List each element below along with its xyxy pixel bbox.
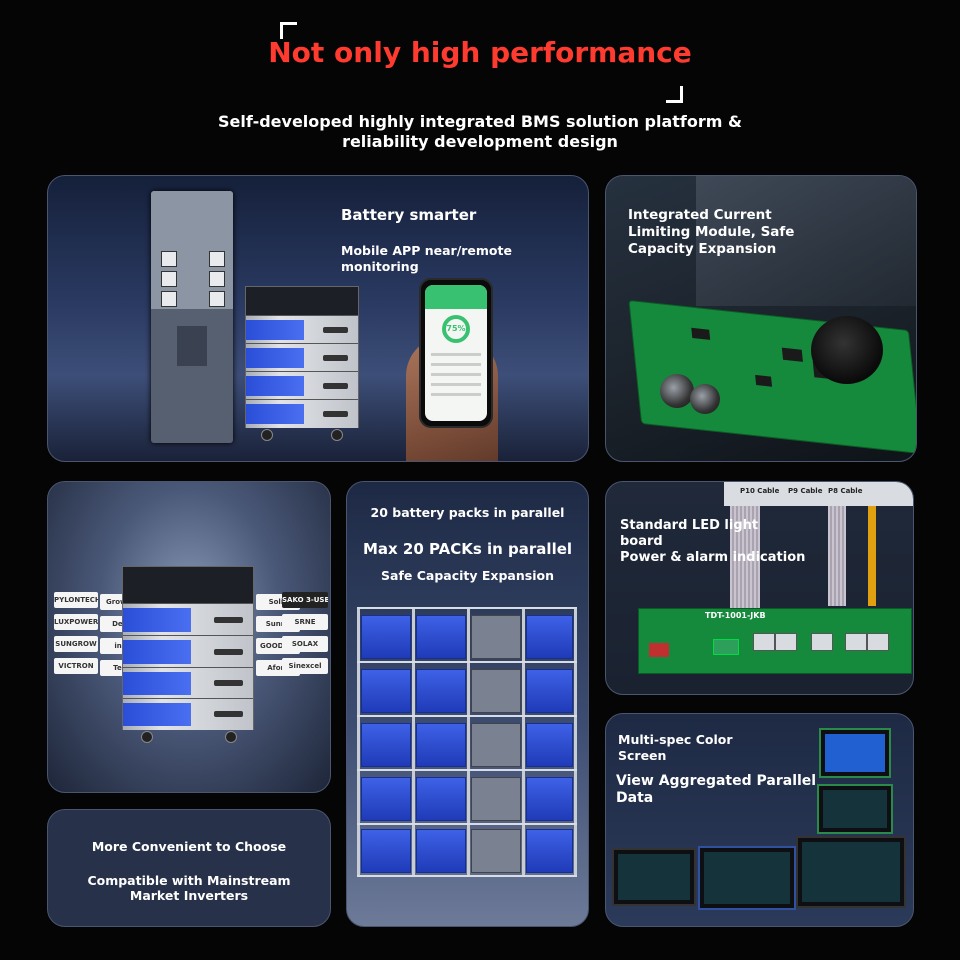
card-current-limiting: Integrated Current Limiting Module, Safe… [605,175,917,462]
card-inverter-text: More Convenient to Choose Compatible wit… [47,809,331,927]
parallel-line-1: 20 battery packs in parallel [370,505,565,520]
inverters-line-3: Market Inverters [129,888,249,903]
corner-bracket-bottom-right [666,86,683,103]
logo-left-1: PYLONTECH [54,592,98,608]
inductor-coil-image [811,316,883,384]
logo-right-6: SOLAX [282,636,328,652]
led-board-model-label: TDT-1001-JKB [705,611,766,620]
logo-right-4: SRNE [282,614,328,630]
logo-left-5: SUNGROW [54,636,98,652]
battery-smarter-title: Battery smarter [341,206,477,224]
color-screen-text-2: View Aggregated Parallel Data [616,773,817,806]
battery-stack-large-image [122,566,254,743]
logo-right-8: Sinexcel [282,658,328,674]
color-screen-text-1: Multi-spec Color Screen [618,732,733,763]
parallel-line-3: Safe Capacity Expansion [381,568,554,583]
phone-app-image: 75% [419,278,493,428]
card-inverter-compatibility-image: PYLONTECH Growatt LUXPOWER Deye SUNGROW … [47,481,331,793]
screen-module-5-image [796,836,906,908]
page-title: Not only high performance [268,36,692,69]
card-parallel-packs: 20 battery packs in parallel Max 20 PACK… [346,481,589,927]
current-limiting-text: Integrated Current Limiting Module, Safe… [628,207,795,257]
subtitle-line-1: Self-developed highly integrated BMS sol… [218,112,742,131]
cable-label-strip: P10 Cable P9 Cable P8 Cable [724,482,913,506]
card-led-board: P10 Cable P9 Cable P8 Cable Standard LED… [605,481,914,695]
parallel-line-2: Max 20 PACKs in parallel [362,540,573,558]
card-battery-smarter: Battery smarter Mobile APP near/remote m… [47,175,589,462]
bms-board-image [151,191,233,443]
led-board-pcb-image: TDT-1001-JKB [638,608,912,674]
led-board-text: Standard LED light board Power & alarm i… [620,518,806,565]
inverters-line-1: More Convenient to Choose [91,839,287,854]
corner-bracket-top-left [280,22,297,39]
battery-stack-image [245,286,359,441]
screen-module-4-image [698,846,796,910]
inverters-line-2: Compatible with Mainstream [87,873,291,888]
subtitle-line-2: reliability development design [342,132,618,151]
screen-module-2-image [817,784,893,834]
screen-module-3-image [612,848,696,906]
page-subtitle: Self-developed highly integrated BMS sol… [200,112,760,152]
battery-smarter-subtitle: Mobile APP near/remote monitoring [341,243,512,274]
screen-module-1-image [819,728,891,778]
card-color-screen: Multi-spec Color Screen View Aggregated … [605,713,914,927]
logo-left-7: VICTRON [54,658,98,674]
logo-right-2: SAKO 3-USB [282,592,328,608]
logo-left-3: LUXPOWER [54,614,98,630]
battery-percent-ring: 75% [442,315,470,343]
battery-rack-image [357,607,577,877]
